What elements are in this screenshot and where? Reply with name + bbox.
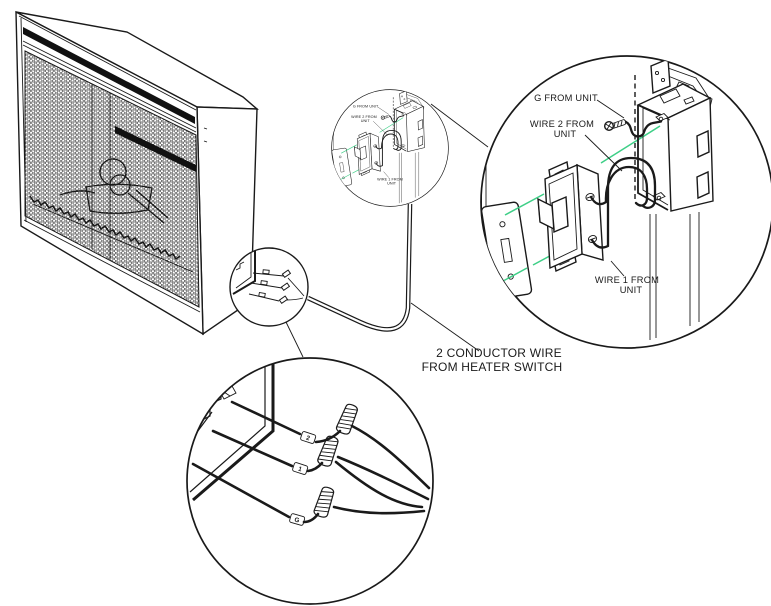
wire-2 [589,165,649,207]
ember-bed [29,195,194,273]
junction-box [634,57,714,340]
leader-wire-2 [584,134,623,172]
conductor-note: 2 CONDUCTOR WIRE FROM HEATER SWITCH [410,302,563,374]
leader-wire-1 [610,260,625,277]
callout-circle-switch: G FROM UNIT WIRE 2 FROM UNIT WIRE 1 FROM… [480,55,771,349]
label-wire-1-line1: WIRE 1 FROM [595,275,659,285]
wire-tag-2: 2 [300,431,317,444]
box-knockout-bottom [696,170,710,200]
ground-wire [624,120,663,138]
switch-toggle-lever [537,195,569,234]
callout-circle-wirenuts: 2 1 G [186,357,434,605]
leader-g-from-unit [596,99,625,119]
ground-screw [604,119,628,131]
conductor-wire [307,203,413,332]
wire-tags: 2 1 G [289,431,317,526]
callout-connector-corner [285,321,304,358]
wire-tag-1: 1 [292,462,309,475]
label-wire-2-line1: WIRE 2 FROM [530,119,594,129]
front-stripe [23,27,195,124]
wire-tag-g: G [289,513,306,526]
log-set [59,158,169,224]
wire-1 [590,156,657,249]
toggle-switch [537,160,604,273]
svg-text:1: 1 [297,466,303,474]
callout-connector-switch [430,103,489,148]
switch-detail-labels: G FROM UNIT WIRE 2 FROM UNIT WIRE 1 FROM… [530,93,659,295]
label-g-from-unit: G FROM UNIT [534,93,598,103]
fireplace-unit [15,10,259,336]
leader-conductor-note [410,302,480,352]
bundle-wires [332,424,431,515]
firebox-top-edge [115,126,196,172]
label-conductor-line1: 2 CONDUCTOR WIRE [436,346,562,360]
svg-text:G: G [294,516,301,524]
callout-circle-corner [229,247,309,327]
corner-wires-mini [232,248,305,305]
label-conductor-line2: FROM HEATER SWITCH [422,360,563,374]
box-knockout-top [696,129,710,159]
callout-circle-switch-mini [332,90,449,207]
label-wire-1-line2: UNIT [620,285,643,295]
label-wire-2-line2: UNIT [554,129,577,139]
svg-text:2: 2 [305,435,311,443]
